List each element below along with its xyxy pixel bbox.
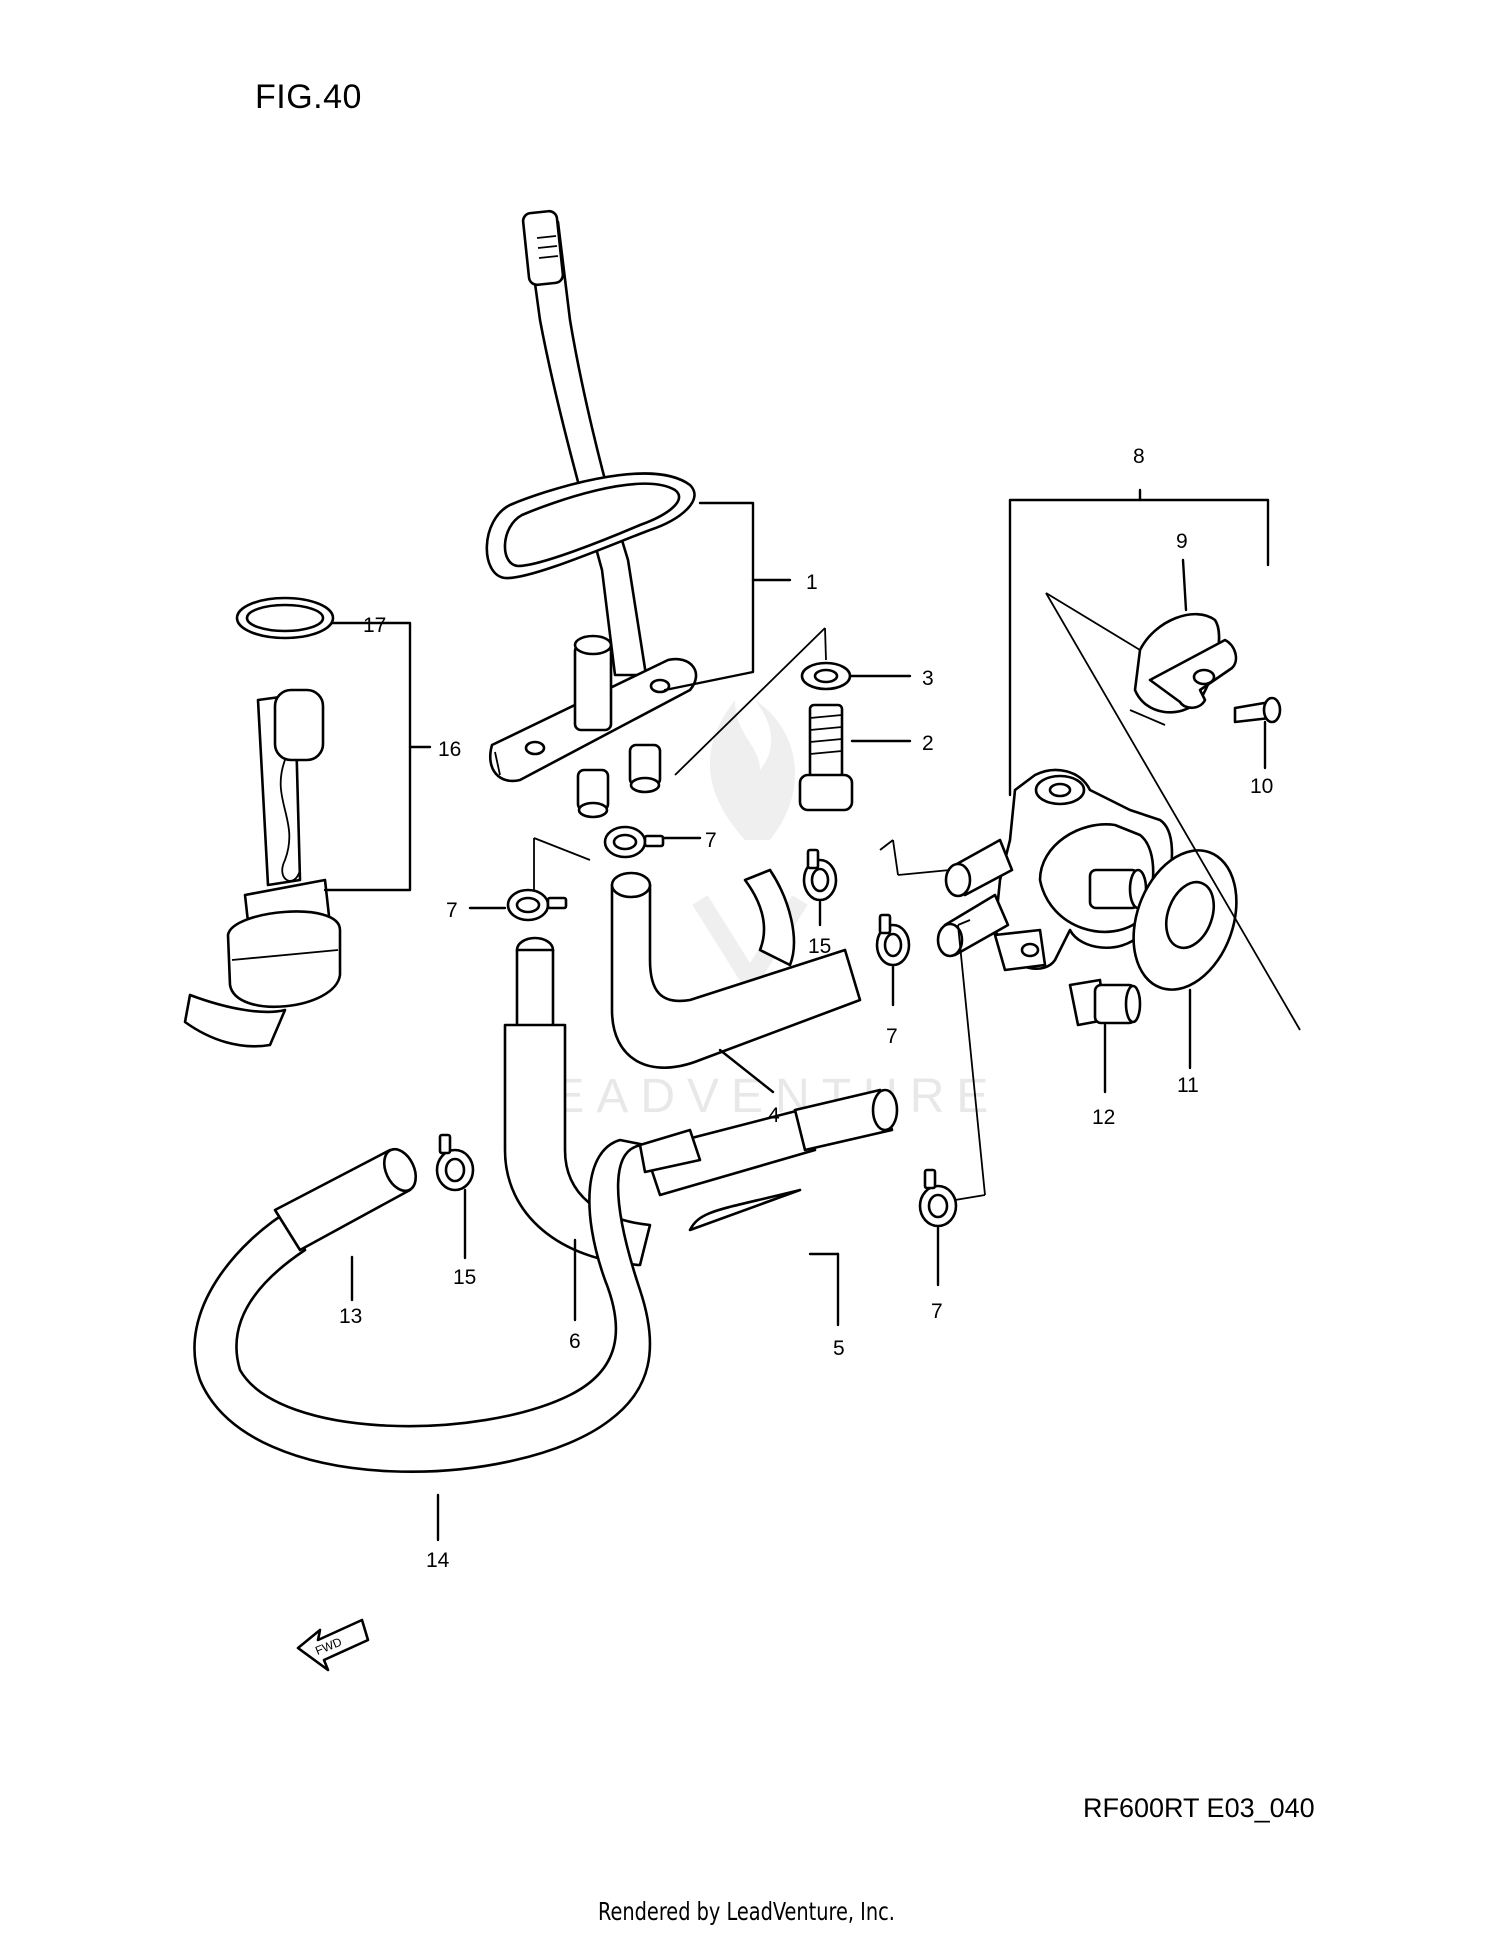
callout-8: 8	[1133, 445, 1145, 468]
hose-5	[643, 1088, 899, 1232]
callout-1: 1	[806, 571, 818, 594]
callout-7-bottom: 7	[931, 1300, 943, 1323]
callout-3: 3	[922, 667, 934, 690]
figure-title: FIG.40	[255, 78, 362, 116]
screw-12	[1068, 978, 1142, 1027]
leadventure-watermark: LEADVENTURE	[514, 700, 1001, 1123]
callout-15-mid: 15	[808, 935, 831, 958]
callout-15-left: 15	[453, 1266, 476, 1289]
watermark-text: LEADVENTURE	[514, 1070, 1001, 1123]
hose-4	[610, 868, 862, 1069]
bolt-2	[798, 703, 854, 812]
fwd-arrow-icon: FWD	[296, 1618, 370, 1672]
callout-5: 5	[833, 1337, 845, 1360]
gasket-11	[1132, 849, 1238, 991]
callout-12: 12	[1092, 1106, 1115, 1129]
callout-11: 11	[1177, 1074, 1199, 1097]
hose-13	[273, 1147, 418, 1252]
hose-clamp-7-left	[506, 888, 568, 922]
screw-10	[1233, 696, 1282, 724]
callout-14: 14	[426, 1549, 450, 1572]
fuel-cock-assembly	[485, 209, 698, 819]
callout-4: 4	[768, 1104, 780, 1127]
hose-clamp-7-right	[918, 1168, 958, 1228]
fuel-cock-lever	[1133, 612, 1238, 714]
callout-9: 9	[1176, 530, 1188, 553]
hose-clamp-15-mid	[802, 848, 838, 902]
callout-10: 10	[1250, 775, 1273, 798]
callout-labels: 1 2 3 4 5 6 7 7 7 7 8 9 10 11 12 13 14 1…	[339, 445, 1273, 1572]
render-credit: Rendered by LeadVenture, Inc.	[598, 1897, 895, 1926]
callout-2: 2	[922, 732, 934, 755]
hose-clamp-7-top	[603, 825, 665, 859]
callout-7-mid: 7	[886, 1025, 898, 1048]
callout-17: 17	[363, 614, 386, 637]
callout-7-left: 7	[446, 899, 458, 922]
fuel-level-sender	[183, 596, 342, 1048]
callout-6: 6	[569, 1330, 581, 1353]
callout-16: 16	[438, 738, 461, 761]
hose-6	[503, 936, 652, 1267]
callout-7-top: 7	[705, 829, 717, 852]
hose-clamp-15-left	[435, 1133, 475, 1192]
callout-13: 13	[339, 1305, 362, 1328]
washer-3	[800, 661, 852, 691]
figure-code: RF600RT E03_040	[1083, 1793, 1315, 1823]
leader-lines	[323, 488, 1270, 1542]
hose-clamp-7-mid	[875, 913, 911, 967]
